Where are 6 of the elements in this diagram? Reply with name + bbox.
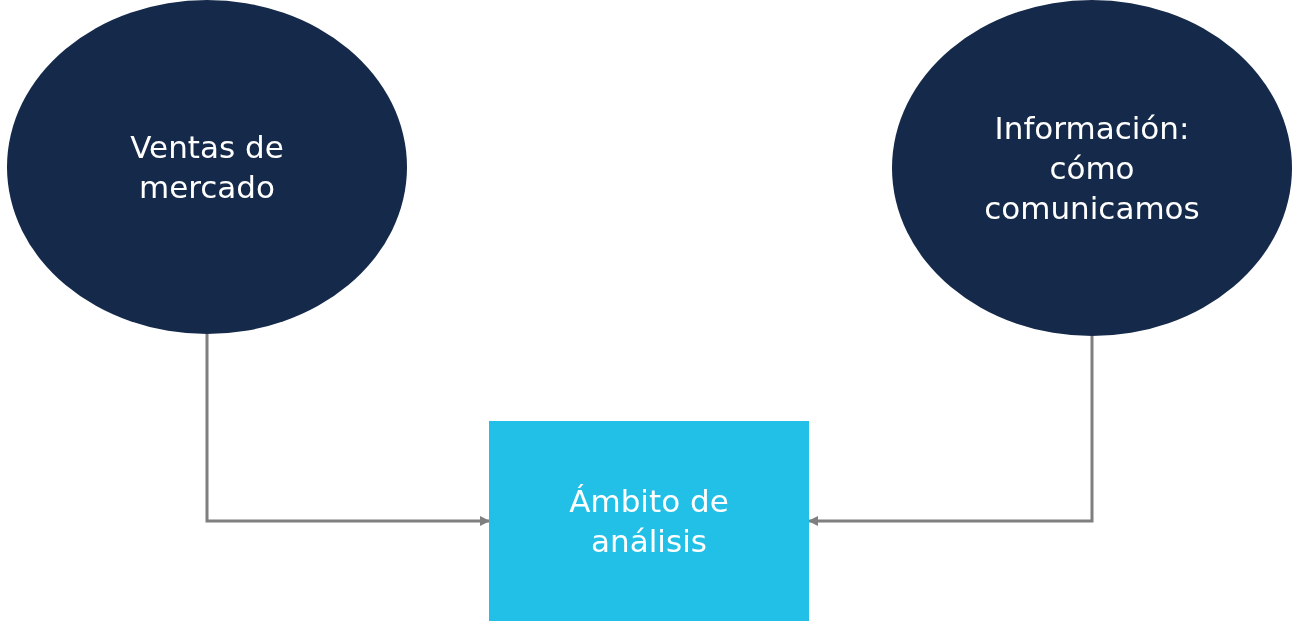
connector-arrow [808, 336, 1094, 526]
node-label: Ámbito de análisis [568, 481, 730, 561]
node-label: Ventas de mercado [129, 127, 285, 207]
node-label: Información: cómo comunicamos [983, 108, 1201, 229]
connector-arrow [205, 334, 490, 526]
process-box [489, 421, 809, 621]
